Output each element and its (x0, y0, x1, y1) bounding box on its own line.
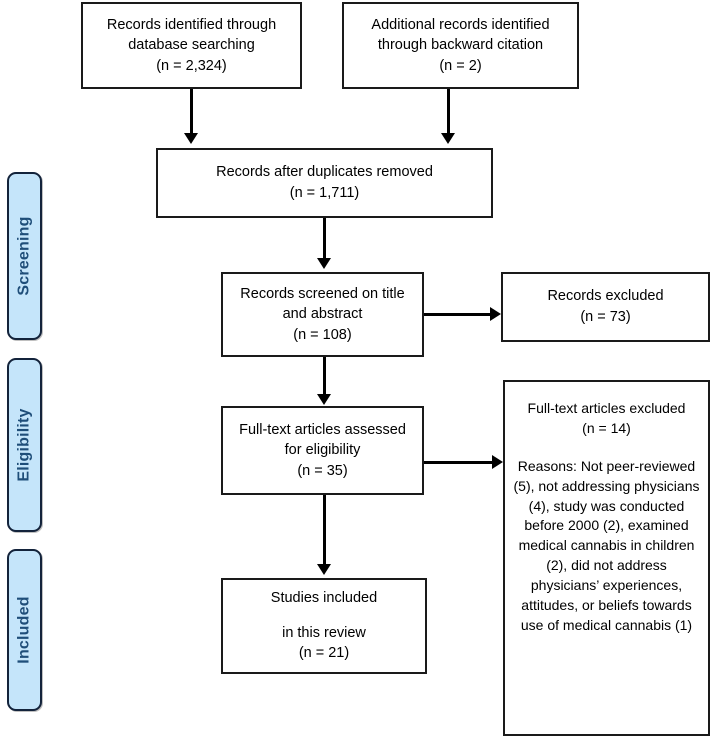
node-fulltext-articles-assessed: Full-text articles assessed for eligibil… (221, 406, 424, 495)
node-records-excluded-line1: Records excluded (547, 288, 664, 305)
node-records-screened-line2: and abstract (282, 306, 363, 323)
node-studies-included-count: (n = 21) (298, 645, 350, 662)
node-additional-records-backward-citation-line1: Additional records identified (371, 16, 550, 33)
node-records-identified-database-line2: database searching (128, 37, 255, 54)
connector-fulltext-to-fulltext-excluded (424, 461, 493, 464)
node-studies-included-line1: Studies included (270, 590, 378, 607)
phase-label-eligibility: Eligibility (7, 358, 42, 532)
phase-label-eligibility-text: Eligibility (15, 408, 33, 482)
phase-label-included-text: Included (15, 596, 33, 664)
connector-screened-to-fulltext (323, 357, 326, 395)
node-additional-records-backward-citation-line2: through backward citation (377, 37, 544, 54)
phase-label-included: Included (7, 549, 42, 711)
node-studies-included-line2: in this review (282, 624, 366, 641)
arrowhead-fulltext-to-fulltext-excluded (492, 455, 503, 469)
node-records-excluded-count: (n = 73) (580, 309, 631, 325)
connector-screened-to-records-excluded (424, 313, 491, 316)
arrowhead-fulltext-to-included (317, 564, 331, 575)
arrowhead-screened-to-fulltext (317, 394, 331, 405)
node-fulltext-articles-excluded-reasons: Reasons: Not peer-reviewed (5), not addr… (513, 457, 700, 633)
arrowhead-duplicates-to-screened (317, 258, 331, 269)
arrowhead-database-to-duplicates (184, 133, 198, 144)
connector-duplicates-to-screened (323, 218, 326, 259)
node-records-identified-database: Records identified through database sear… (81, 2, 302, 89)
node-fulltext-articles-assessed-count: (n = 35) (297, 462, 348, 479)
connector-database-to-duplicates (190, 89, 193, 134)
connector-backward-to-duplicates (447, 89, 450, 134)
arrowhead-screened-to-records-excluded (490, 307, 501, 321)
node-fulltext-articles-excluded: Full-text articles excluded (n = 14) Rea… (503, 380, 710, 736)
node-records-screened-count: (n = 108) (293, 326, 352, 343)
node-fulltext-articles-assessed-line2: for eligibility (284, 442, 361, 459)
node-additional-records-backward-citation: Additional records identified through ba… (342, 2, 579, 89)
phase-label-screening: Screening (7, 172, 42, 340)
node-records-after-duplicates-removed-count: (n = 1,711) (289, 185, 360, 201)
connector-fulltext-to-included (323, 495, 326, 565)
node-records-excluded: Records excluded (n = 73) (501, 272, 710, 342)
node-records-screened-line1: Records screened on title (240, 285, 405, 302)
node-studies-included: Studies included in this review (n = 21) (221, 578, 427, 674)
node-fulltext-articles-excluded-line1: Full-text articles excluded (527, 400, 686, 416)
node-records-identified-database-line1: Records identified through (106, 16, 277, 33)
node-records-identified-database-count: (n = 2,324) (156, 57, 227, 74)
node-fulltext-articles-assessed-line1: Full-text articles assessed (239, 421, 406, 438)
arrowhead-backward-to-duplicates (441, 133, 455, 144)
node-records-screened: Records screened on title and abstract (… (221, 272, 424, 357)
phase-label-screening-text: Screening (15, 216, 33, 296)
node-additional-records-backward-citation-count: (n = 2) (439, 57, 482, 74)
node-records-after-duplicates-removed-line1: Records after duplicates removed (216, 164, 433, 181)
node-records-after-duplicates-removed: Records after duplicates removed (n = 1,… (156, 148, 493, 218)
node-fulltext-articles-excluded-count: (n = 14) (582, 419, 631, 436)
